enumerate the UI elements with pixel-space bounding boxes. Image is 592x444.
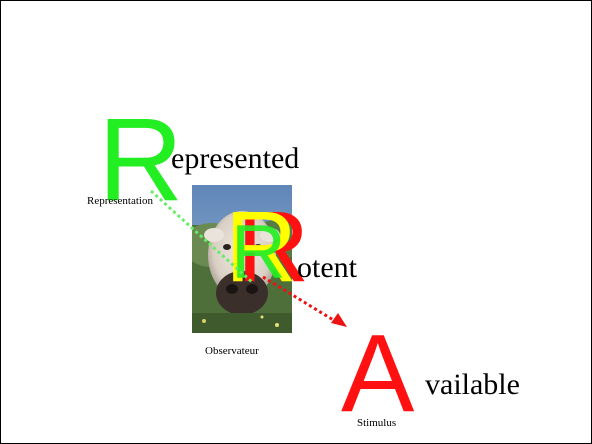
potent-word-rest: otent [297, 251, 357, 284]
available-word-rest: vailable [425, 368, 520, 401]
represented-initial-letter: R [98, 94, 184, 226]
potent-letter-green: R [231, 210, 286, 295]
observateur-label: Observateur [205, 345, 259, 357]
observer-cow-photo [192, 185, 292, 333]
representation-dotted-arrow [149, 189, 255, 285]
cow-photo-illustration [192, 185, 292, 333]
potent-letter-yellow: R [225, 191, 298, 303]
available-initial-letter: A [341, 312, 415, 435]
stimulus-label: Stimulus [357, 417, 397, 429]
stimulus-arrowhead [331, 313, 347, 327]
representation-label: Representation [87, 195, 153, 207]
represented-word-rest: epresented [171, 142, 300, 175]
stimulus-dotted-line [262, 275, 336, 323]
